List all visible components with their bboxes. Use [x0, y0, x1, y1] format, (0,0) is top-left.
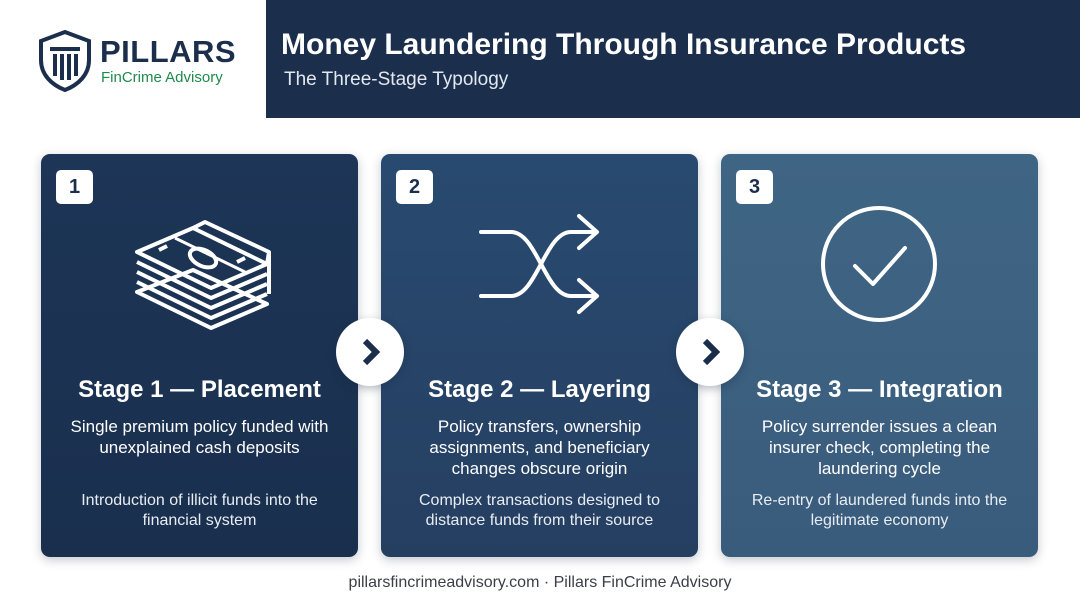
stage-card-integration: 3 Stage 3 — Integration Policy surrender…	[721, 154, 1038, 557]
chevron-right-icon	[702, 338, 721, 366]
stage-note: Complex transactions designed to distanc…	[418, 492, 661, 529]
stage-card-placement: 1 Stage 1 — Placement Single premium pol…	[41, 154, 358, 557]
stage-description: Single premium policy funded with unexpl…	[70, 417, 329, 457]
stage-number-badge: 2	[396, 170, 433, 204]
stage-card-layering: 2 Stage 2 — Layering Policy transfers, o…	[381, 154, 698, 557]
stage-description: Policy transfers, ownership assignments,…	[429, 417, 650, 478]
pillars-shield-icon	[39, 30, 91, 92]
page-subtitle: The Three-Stage Typology	[284, 69, 509, 90]
chevron-right-icon	[362, 338, 381, 366]
page-title: Money Laundering Through Insurance Produ…	[281, 28, 967, 61]
stage-note: Re-entry of laundered funds into the leg…	[751, 492, 1008, 529]
brand-subtitle: FinCrime Advisory	[101, 69, 223, 86]
stage-title: Stage 2 — Layering	[428, 376, 651, 403]
stage-number-badge: 3	[736, 170, 773, 204]
flow-arrow-1	[336, 318, 404, 386]
brand-logo: PILLARS FinCrime Advisory	[0, 0, 266, 118]
stage-title: Stage 1 — Placement	[78, 376, 321, 403]
stage-description: Policy surrender issues a clean insurer …	[761, 417, 998, 478]
cash-stack-icon	[135, 220, 271, 330]
stage-number-badge: 1	[56, 170, 93, 204]
footer-text: pillarsfincrimeadvisory.com · Pillars Fi…	[348, 574, 732, 591]
shuffle-icon	[479, 214, 599, 314]
check-circle-icon	[821, 206, 937, 322]
stage-note: Introduction of illicit funds into the f…	[81, 492, 318, 529]
brand-name: PILLARS	[100, 34, 237, 69]
header-band: Money Laundering Through Insurance Produ…	[266, 0, 1080, 118]
stage-title: Stage 3 — Integration	[756, 376, 1003, 403]
flow-arrow-2	[676, 318, 744, 386]
